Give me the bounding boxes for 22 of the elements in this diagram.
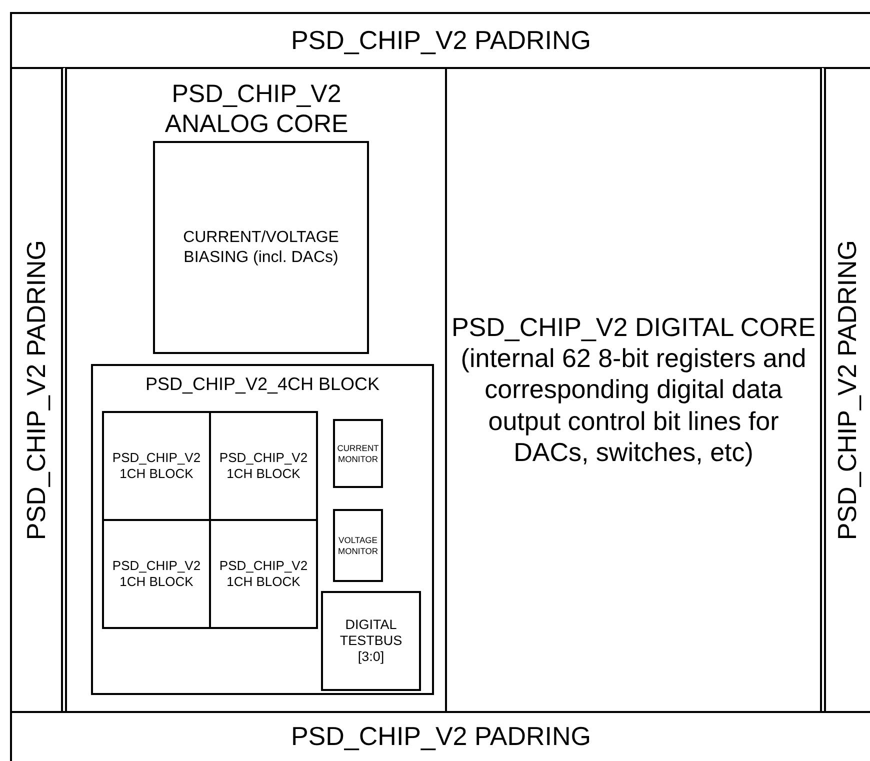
padring-label: PSD_CHIP_V2 PADRING (290, 24, 592, 56)
block-label: PSD_CHIP_V2 DIGITAL CORE (internal 62 8-bit registers and corresponding digital data output control bit lines for DACs, switches, etc) (450, 312, 817, 468)
block-label: CURRENT MONITOR (336, 443, 380, 464)
monitor-block (333, 419, 383, 488)
biasing-block (153, 141, 369, 354)
padring-band (10, 67, 67, 713)
padring-label: PSD_CHIP_V2 PADRING (832, 240, 864, 540)
block-label: PSD_CHIP_V2 1CH BLOCK (111, 558, 202, 590)
monitor-block (333, 509, 383, 582)
block-label: PSD_CHIP_V2 1CH BLOCK (218, 450, 309, 482)
block-label: DIGITAL TESTBUS [3:0] (339, 616, 403, 666)
block-label: PSD_CHIP_V2 1CH BLOCK (218, 558, 309, 590)
padring-band (10, 12, 870, 69)
block-label: CURRENT/VOLTAGE BIASING (incl. DACs) (183, 228, 339, 267)
four-channel-block (91, 364, 434, 695)
padring-label: PSD_CHIP_V2 PADRING (290, 721, 592, 753)
testbus-block (321, 591, 421, 691)
block-heading: PSD_CHIP_V2 ANALOG CORE (164, 79, 350, 139)
block-label: PSD_CHIP_V2 1CH BLOCK (111, 450, 202, 482)
padring-label: PSD_CHIP_V2 PADRING (20, 240, 52, 540)
block-heading: PSD_CHIP_V2_4CH BLOCK (144, 374, 381, 396)
block-label: VOLTAGE MONITOR (337, 535, 379, 556)
